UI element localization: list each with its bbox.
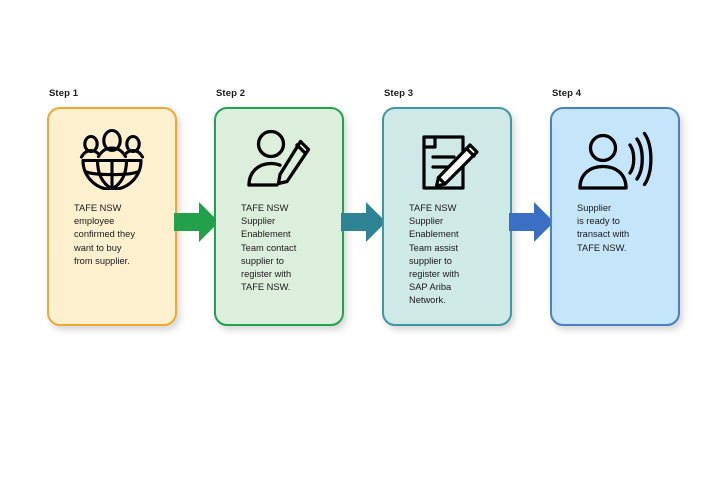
step-label-1: Step 1 bbox=[49, 88, 79, 99]
step-label-3: Step 3 bbox=[384, 88, 414, 99]
step-text-4: Supplier is ready to transact with TAFE … bbox=[577, 203, 630, 253]
step-card-1[interactable]: TAFE NSW employee confirmed they want to… bbox=[47, 107, 177, 326]
arrow-step3-to-step4 bbox=[509, 200, 555, 244]
step-label-2: Step 2 bbox=[216, 88, 246, 99]
step-label-4: Step 4 bbox=[552, 88, 582, 99]
arrow-step2-to-step3 bbox=[341, 200, 387, 244]
step-card-2[interactable]: TAFE NSW Supplier Enablement Team contac… bbox=[214, 107, 344, 326]
step-text-1: TAFE NSW employee confirmed they want to… bbox=[74, 203, 135, 266]
step-text-2: TAFE NSW Supplier Enablement Team contac… bbox=[241, 203, 297, 293]
document-pencil-icon bbox=[384, 123, 510, 195]
person-pencil-icon bbox=[216, 123, 342, 195]
person-broadcast-icon bbox=[552, 123, 678, 195]
arrow-step1-to-step2 bbox=[174, 200, 220, 244]
step-card-3[interactable]: TAFE NSW Supplier Enablement Team assist… bbox=[382, 107, 512, 326]
step-card-4[interactable]: Supplier is ready to transact with TAFE … bbox=[550, 107, 680, 326]
people-globe-icon bbox=[49, 123, 175, 195]
step-text-3: TAFE NSW Supplier Enablement Team assist… bbox=[409, 203, 460, 306]
